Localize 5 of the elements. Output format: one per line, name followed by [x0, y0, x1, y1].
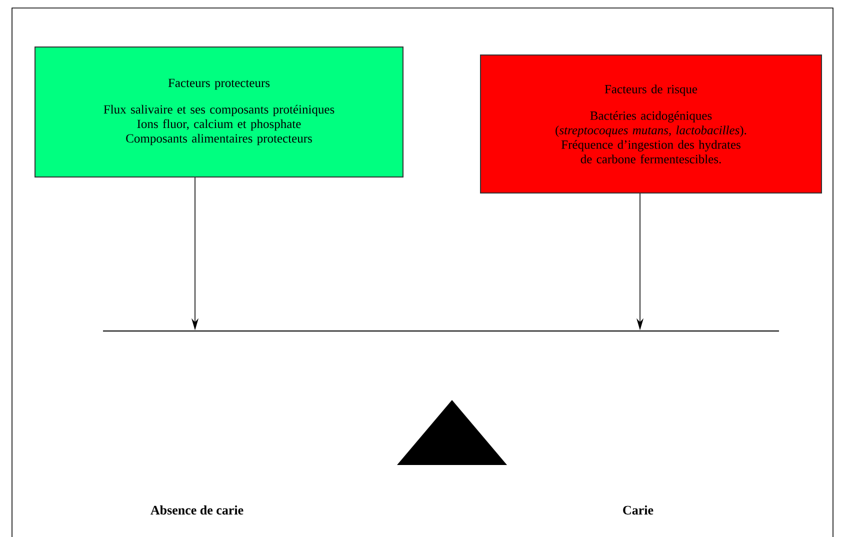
pan-label: Carie — [623, 505, 654, 515]
fulcrum-triangle — [397, 400, 507, 465]
risk-factors-box: Facteurs de risque Bactéries acidogéniques (streptocoques mutans, lactobacilles). Fréquence d’ingestion des hydrates de carbone fermentescibles. — [480, 54, 822, 194]
protective-factors-box: Facteurs protecteurs Flux salivaire et ses composants protéiniques Ions fluor, calcium et phosphate Composants alimentaires protecteurs — [34, 46, 404, 178]
pan-label: Absence de carie — [150, 505, 244, 515]
